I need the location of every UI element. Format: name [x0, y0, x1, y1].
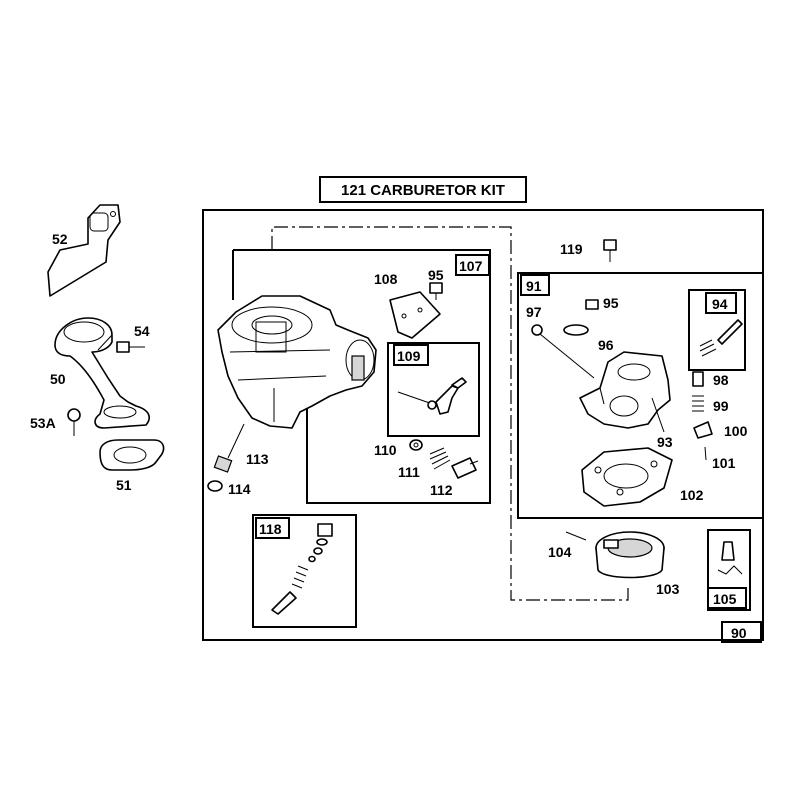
callout-90: 90 [731, 625, 747, 641]
callout-108: 108 [374, 271, 398, 287]
callout-102: 102 [680, 487, 704, 503]
callout-98: 98 [713, 372, 729, 388]
callout-52: 52 [52, 231, 68, 247]
part-118-repair-kit [271, 523, 333, 615]
part-95-screw-right [585, 299, 599, 310]
callout-95-left: 95 [428, 267, 444, 283]
callout-101: 101 [712, 455, 736, 471]
part-108-choke-plate [389, 291, 441, 339]
part-104-pin [565, 531, 587, 541]
callout-53a: 53A [30, 415, 56, 431]
kit-dash-dot-line [271, 226, 629, 601]
part-54-bolt [116, 341, 145, 353]
callout-93: 93 [657, 434, 673, 450]
part-102-gasket [581, 447, 673, 507]
part-105-valve [717, 541, 743, 575]
part-52-insulator-plate [47, 204, 121, 297]
callout-113: 113 [246, 451, 269, 467]
part-94-inlet-needle [699, 319, 743, 357]
part-119-screw [603, 239, 617, 262]
part-96-disc [563, 324, 589, 336]
part-98-screw [692, 371, 704, 387]
callout-labels: 52 54 50 53A 51 119 107 108 95 109 113 1… [30, 231, 748, 641]
callout-99: 99 [713, 398, 729, 414]
part-109-throttle-shaft [397, 377, 467, 415]
part-99-spring [692, 395, 704, 412]
callout-110: 110 [374, 442, 397, 458]
part-91-upper-body [579, 351, 671, 429]
callout-112: 112 [430, 482, 453, 498]
callout-104: 104 [548, 544, 572, 560]
part-100-fitting [693, 421, 713, 439]
part-110-washer [409, 439, 423, 451]
callout-95-right: 95 [603, 295, 619, 311]
part-111-spring [429, 447, 451, 470]
part-112-idle-screw [451, 457, 479, 479]
kit-title-box: 121 CARBURETOR KIT [319, 176, 527, 203]
part-95-screw [429, 282, 443, 300]
part-51-gasket [99, 439, 165, 471]
callout-54: 54 [134, 323, 150, 339]
carburetor-body [217, 295, 377, 429]
callout-103: 103 [656, 581, 680, 597]
callout-96: 96 [598, 337, 614, 353]
part-97-shaft [531, 324, 595, 379]
group-94-frame [688, 289, 746, 371]
callout-109: 109 [397, 348, 421, 364]
callout-97: 97 [526, 304, 542, 320]
part-101-pin [704, 446, 707, 461]
callout-105: 105 [713, 591, 737, 607]
callout-119: 119 [560, 241, 583, 257]
callout-50: 50 [50, 371, 66, 387]
group-105-frame [707, 529, 751, 611]
part-114-o-ring [207, 480, 223, 492]
part-50-intake-elbow [54, 317, 150, 429]
part-53a-bolt [67, 408, 81, 436]
callout-118: 118 [259, 521, 282, 537]
group-107-frame [233, 249, 491, 504]
part-103-float-bowl [595, 531, 665, 579]
kit-title: 121 CARBURETOR KIT [341, 182, 505, 199]
group-91-frame [517, 272, 764, 519]
callout-114: 114 [228, 481, 251, 497]
group-118-frame [252, 514, 357, 628]
callout-94: 94 [712, 296, 728, 312]
callout-111: 111 [398, 464, 420, 480]
callout-51: 51 [116, 477, 132, 493]
callout-107: 107 [459, 258, 483, 274]
group-109-frame [387, 342, 480, 437]
part-113-needle [213, 423, 245, 473]
callout-91: 91 [526, 278, 542, 294]
callout-100: 100 [724, 423, 748, 439]
